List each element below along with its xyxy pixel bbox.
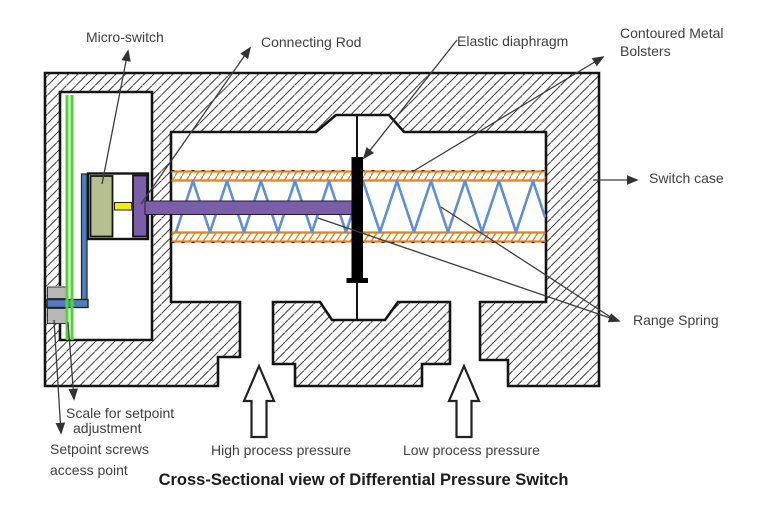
label-scale-setpoint-2: adjustment bbox=[73, 420, 142, 436]
leader-contoured-bolsters bbox=[411, 56, 605, 173]
leader-elastic-diaphragm bbox=[362, 39, 458, 160]
label-setpoint-screws-1: Setpoint screws bbox=[50, 441, 149, 457]
label-setpoint-screws-2: access point bbox=[50, 462, 128, 478]
label-low-pressure: Low process pressure bbox=[403, 442, 540, 458]
leader-range-spring-2 bbox=[440, 206, 613, 319]
leader-connecting-rod bbox=[140, 46, 252, 205]
connecting-rod bbox=[144, 200, 356, 215]
label-contoured-metal-1: Contoured Metal bbox=[620, 25, 724, 41]
switch-contact bbox=[114, 202, 132, 211]
leader-scale bbox=[67, 321, 78, 401]
leader-micro-switch bbox=[101, 49, 131, 185]
label-contoured-metal-2: Bolsters bbox=[620, 43, 671, 59]
label-micro-switch: Micro-switch bbox=[86, 29, 164, 45]
label-high-pressure: High process pressure bbox=[211, 442, 352, 458]
setpoint-scale-strip bbox=[65, 95, 74, 340]
switch-case-body bbox=[43, 71, 601, 388]
label-connecting-rod: Connecting Rod bbox=[261, 34, 362, 50]
label-range-spring: Range Spring bbox=[633, 312, 719, 328]
switch-mount-bracket-vertical bbox=[80, 173, 88, 301]
label-switch-case: Switch case bbox=[649, 170, 724, 186]
leader-setpoint-screws bbox=[53, 319, 66, 435]
label-scale-setpoint-1: Scale for setpoint bbox=[66, 405, 175, 421]
setpoint-screw-lower bbox=[47, 308, 68, 324]
diagram-title: Cross-Sectional view of Differential Pre… bbox=[158, 471, 569, 489]
leader-range-spring-1 bbox=[317, 217, 621, 323]
high-pressure-arrow bbox=[242, 363, 276, 439]
micro-switch-body bbox=[89, 175, 114, 238]
setpoint-screw-upper bbox=[47, 286, 68, 299]
elastic-diaphragm bbox=[346, 115, 368, 320]
label-elastic-diaphragm: Elastic diaphragm bbox=[457, 33, 569, 49]
low-pressure-arrow bbox=[447, 363, 481, 439]
